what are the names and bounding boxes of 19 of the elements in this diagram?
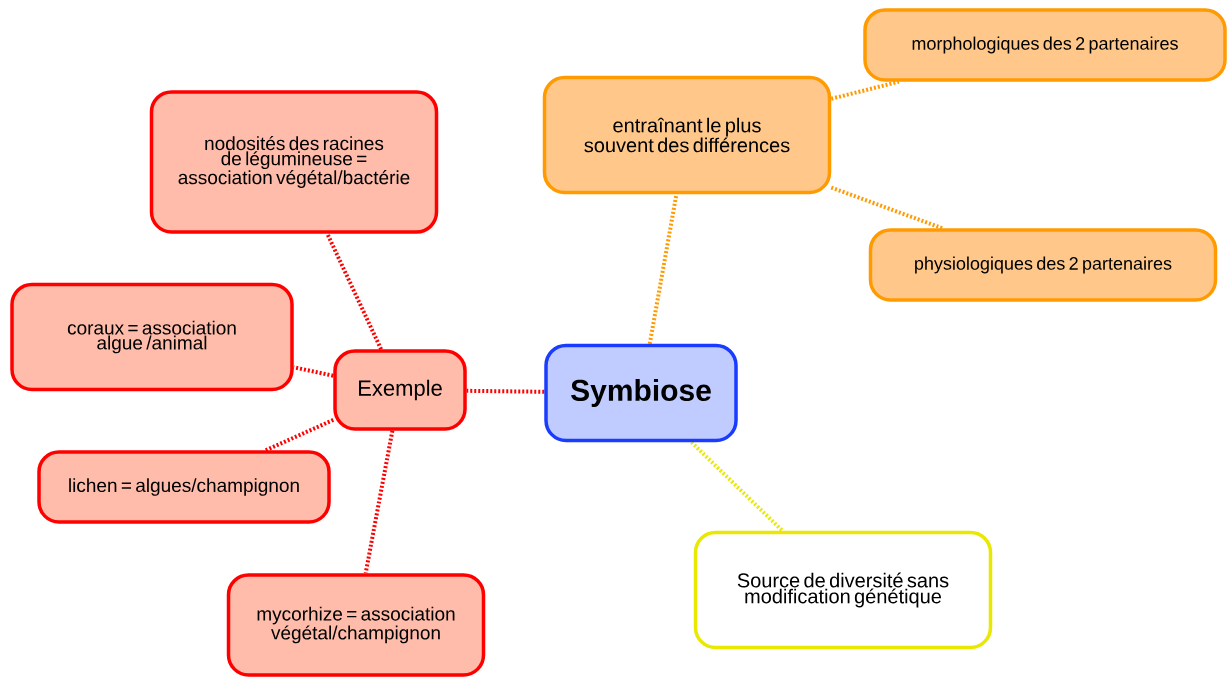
- connector: [264, 418, 335, 453]
- topic-box: entraînant le plus souvent des différences: [542, 75, 832, 195]
- connector: [466, 388, 545, 394]
- topic-box: Exemple: [333, 349, 467, 431]
- connector: [325, 232, 383, 351]
- topic-box: nodosités des racines de légumineuse = association végétal/bactérie: [149, 90, 439, 234]
- connector: [293, 365, 334, 378]
- topic-box: Source de diversité sans modification génétique: [693, 530, 993, 650]
- connector: [830, 79, 900, 101]
- topic-box: mycorhize = association végétal/champignon: [226, 573, 486, 677]
- connector: [830, 185, 944, 231]
- topic-box: lichen = algues/champignon: [37, 450, 331, 524]
- topic-box: coraux = association algue /animal: [10, 282, 294, 392]
- connector: [363, 430, 395, 574]
- connector: [690, 440, 784, 533]
- central-topic: Symbiose: [544, 343, 738, 443]
- connector: [647, 193, 679, 345]
- topic-box: physiologiques des 2 partenaires: [868, 228, 1218, 302]
- topic-box: morphologiques des 2 partenaires: [863, 8, 1227, 82]
